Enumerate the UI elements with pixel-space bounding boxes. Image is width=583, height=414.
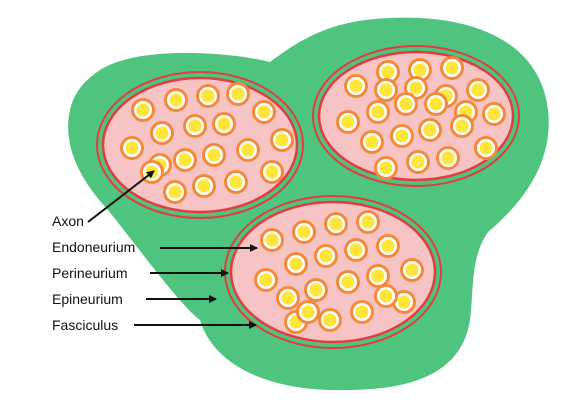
axon-cell xyxy=(236,138,260,162)
axon-cell xyxy=(344,74,368,98)
axon-cell xyxy=(482,102,506,126)
axon-cell xyxy=(350,300,374,324)
axon-cell xyxy=(400,258,424,282)
label-axon: Axon xyxy=(52,213,84,229)
axon-cell xyxy=(270,128,294,152)
axon-cell xyxy=(260,160,284,184)
axon-cell xyxy=(344,238,368,262)
axon-cell xyxy=(374,78,398,102)
axon-cell xyxy=(394,92,418,116)
axon-cell xyxy=(120,136,144,160)
axon-cell xyxy=(366,264,390,288)
axon-cell xyxy=(318,308,342,332)
axon-cell xyxy=(224,170,248,194)
axon-cell xyxy=(360,130,384,154)
axon-cell xyxy=(202,143,226,167)
axon-cell xyxy=(296,300,320,324)
axon-cell xyxy=(424,92,448,116)
axon-cell xyxy=(450,114,474,138)
axon-cell xyxy=(284,252,308,276)
axon-cell xyxy=(324,212,348,236)
axon-cell xyxy=(390,124,414,148)
axon-cell xyxy=(408,58,432,82)
axon-cell xyxy=(254,268,278,292)
label-epineurium: Epineurium xyxy=(52,291,123,307)
axon-group-left xyxy=(120,82,294,204)
axon-cell xyxy=(226,82,250,106)
axon-cell xyxy=(418,118,442,142)
axon-group-right xyxy=(336,56,506,180)
axon-cell xyxy=(406,150,430,174)
label-perineurium: Perineurium xyxy=(52,265,127,281)
label-endoneurium: Endoneurium xyxy=(52,239,135,255)
axon-cell xyxy=(374,156,398,180)
axon-cell xyxy=(366,100,390,124)
axon-cell xyxy=(292,220,316,244)
axon-cell xyxy=(192,174,216,198)
axon-cell xyxy=(304,278,328,302)
axon-cell xyxy=(276,286,300,310)
fascicle-left xyxy=(96,71,304,219)
axon-cell xyxy=(212,112,236,136)
axon-cell xyxy=(336,270,360,294)
axon-cell xyxy=(336,110,360,134)
axon-cell xyxy=(376,234,400,258)
axon-cell xyxy=(196,84,220,108)
axon-cell xyxy=(474,136,498,160)
axon-cell xyxy=(183,114,207,138)
axon-cell xyxy=(164,88,188,112)
fascicle-bottom xyxy=(224,195,442,349)
axon-cell xyxy=(252,100,276,124)
fascicle-right xyxy=(312,45,520,187)
axon-cell xyxy=(376,60,400,84)
axon-cell xyxy=(356,210,380,234)
axon-cell xyxy=(440,56,464,80)
axon-cell xyxy=(131,98,155,122)
axon-group-bottom xyxy=(254,210,424,334)
axon-cell xyxy=(436,146,460,170)
axon-cell xyxy=(314,244,338,268)
axon-cell xyxy=(150,121,174,145)
axon-cell xyxy=(260,228,284,252)
arrow-axon xyxy=(87,170,155,223)
axon-cell xyxy=(163,180,187,204)
axon-cell xyxy=(466,78,490,102)
axon-cell xyxy=(173,148,197,172)
label-fasciculus: Fasciculus xyxy=(52,317,118,333)
axon-cell xyxy=(374,284,398,308)
